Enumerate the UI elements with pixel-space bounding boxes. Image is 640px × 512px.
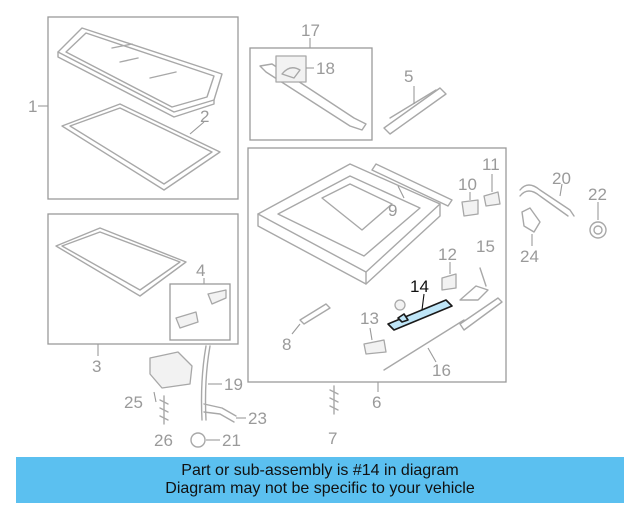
group-box-6 [247, 147, 507, 383]
group-box-3 [47, 213, 239, 345]
drain-hose [519, 184, 575, 217]
guide-block [441, 273, 457, 291]
callout-14: 14 [410, 277, 429, 296]
sunroof-glass-panel [57, 27, 223, 118]
hose-clamp [521, 207, 541, 233]
callout-22: 22 [588, 185, 607, 204]
callout-6: 6 [372, 393, 381, 412]
callout-11: 11 [482, 155, 500, 174]
callout-26: 26 [154, 431, 173, 450]
callout-20: 20 [552, 169, 571, 188]
small-bracket [483, 191, 501, 207]
bolt-26 [159, 395, 169, 425]
callout-17: 17 [301, 21, 320, 40]
callout-25: 25 [124, 393, 143, 412]
callout-21: 21 [222, 431, 241, 450]
deflector-clip [275, 55, 307, 83]
group-box-1 [47, 16, 239, 200]
callout-18: 18 [316, 59, 335, 78]
callout-9: 9 [388, 201, 397, 220]
callout-4: 4 [196, 261, 205, 280]
callout-1: 1 [28, 97, 37, 116]
motor-unit [149, 351, 193, 389]
link-bracket [459, 267, 489, 301]
callout-24: 24 [520, 247, 539, 266]
callout-23: 23 [248, 409, 267, 428]
sunroof-frame [257, 163, 453, 285]
callout-16: 16 [432, 361, 451, 380]
callout-19: 19 [224, 375, 243, 394]
group-box-17 [249, 47, 373, 141]
info-banner: Part or sub-assembly is #14 in diagram D… [16, 457, 624, 503]
callout-5: 5 [404, 67, 413, 86]
guide-clips [175, 289, 227, 329]
clip-21 [190, 432, 206, 448]
banner-line-1: Part or sub-assembly is #14 in diagram [181, 462, 459, 479]
callout-8: 8 [282, 335, 291, 354]
callout-13: 13 [360, 309, 379, 328]
group-box-4 [169, 283, 231, 341]
drain-tube [200, 345, 211, 421]
callout-10: 10 [458, 175, 477, 194]
sunshade-panel [55, 227, 187, 297]
seal-rail [383, 87, 447, 135]
elbow-fitting [203, 403, 237, 423]
callout-7: 7 [328, 429, 337, 448]
callout-2: 2 [200, 107, 209, 126]
guide-rail-right [459, 297, 503, 331]
callout-12: 12 [438, 245, 457, 264]
banner-line-2: Diagram may not be specific to your vehi… [165, 480, 475, 497]
glass-seal [61, 103, 221, 191]
callout-15: 15 [476, 237, 495, 256]
trim-strip [299, 303, 331, 325]
drive-cable [383, 319, 465, 371]
grommet [589, 221, 607, 239]
callout-3: 3 [92, 357, 101, 376]
highlighted-part-14 [387, 299, 453, 331]
guide-shoe [363, 339, 387, 355]
motor-bracket [461, 199, 479, 217]
bolt-7 [329, 385, 339, 415]
